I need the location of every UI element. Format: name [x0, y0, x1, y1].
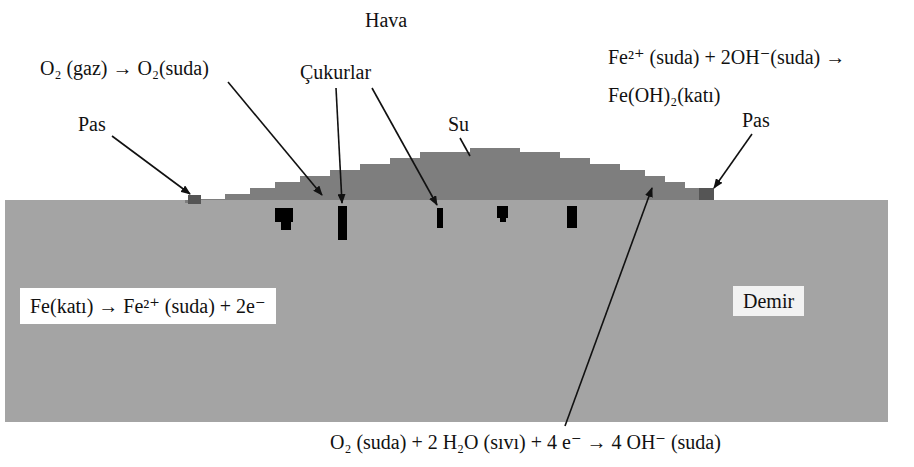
water-drop — [185, 148, 712, 203]
part-label: Pas — [78, 112, 106, 136]
reaction-equation: Fe(katı) → Fe²⁺ (suda) + 2e⁻ — [30, 294, 266, 318]
iron-region: Demir Fe(katı) → Fe²⁺ (suda) + 2e⁻ — [5, 200, 888, 422]
part-label: Su — [448, 112, 469, 136]
reaction-equation: O₂ (suda) + 2 H₂O (sıvı) + 4 e⁻ → 4 OH⁻ … — [330, 430, 721, 454]
pits — [275, 206, 577, 240]
medium-label: Hava — [365, 8, 407, 32]
part-label: Çukurlar — [300, 60, 371, 84]
reaction-equation: Fe²⁺ (suda) + 2OH⁻(suda) → Fe(OH)₂(katı) — [608, 38, 908, 114]
rust-deposit — [699, 188, 714, 200]
rust-deposit — [188, 195, 201, 204]
iron-block — [5, 200, 888, 422]
material-label: Demir — [733, 286, 804, 316]
reaction-box: Fe(katı) → Fe²⁺ (suda) + 2e⁻ — [20, 288, 276, 324]
reaction-equation: O₂ (gaz) → O₂(suda) — [40, 56, 209, 80]
leader-lines — [112, 82, 752, 426]
part-label: Pas — [742, 108, 770, 132]
